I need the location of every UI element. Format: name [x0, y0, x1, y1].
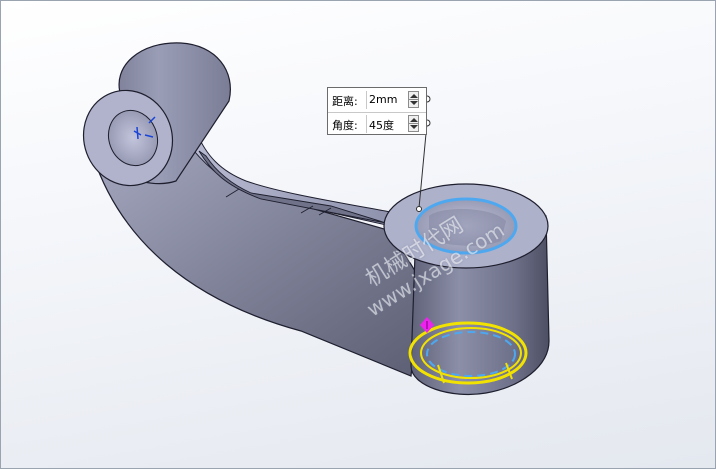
spin-up-icon[interactable]	[410, 118, 418, 122]
axis-marker-icon	[133, 116, 156, 140]
row-divider	[366, 115, 367, 133]
callout-leader	[418, 122, 428, 209]
angle-row: 角度: 45度	[328, 112, 426, 135]
left-boss-hole[interactable]	[101, 103, 165, 172]
spin-divider	[409, 99, 418, 100]
row-divider	[366, 91, 367, 109]
angle-spinner[interactable]	[408, 115, 419, 132]
chamfer-preview-outer	[408, 321, 528, 385]
chamfer-preview-inner	[420, 327, 522, 379]
distance-spinner[interactable]	[408, 91, 419, 108]
angle-label: 角度:	[332, 119, 358, 132]
chamfer-tick	[437, 364, 445, 384]
spin-divider	[409, 123, 418, 124]
angle-value[interactable]: 45度	[369, 119, 394, 132]
distance-row: 距离: 2mm	[328, 89, 426, 111]
hole-inner-shade	[429, 209, 506, 246]
hidden-hole-edge	[426, 331, 516, 377]
chamfer-callout: 距离: 2mm 角度: 45度	[327, 87, 427, 135]
spin-down-icon[interactable]	[410, 125, 418, 129]
callout-anchor-icon	[416, 206, 422, 212]
spin-down-icon[interactable]	[410, 101, 418, 105]
drag-handle-icon[interactable]	[420, 317, 434, 333]
chamfer-tick	[505, 362, 513, 380]
distance-label: 距离:	[332, 95, 358, 108]
spin-up-icon[interactable]	[410, 94, 418, 98]
distance-value[interactable]: 2mm	[369, 93, 398, 106]
rib-line	[225, 188, 332, 216]
